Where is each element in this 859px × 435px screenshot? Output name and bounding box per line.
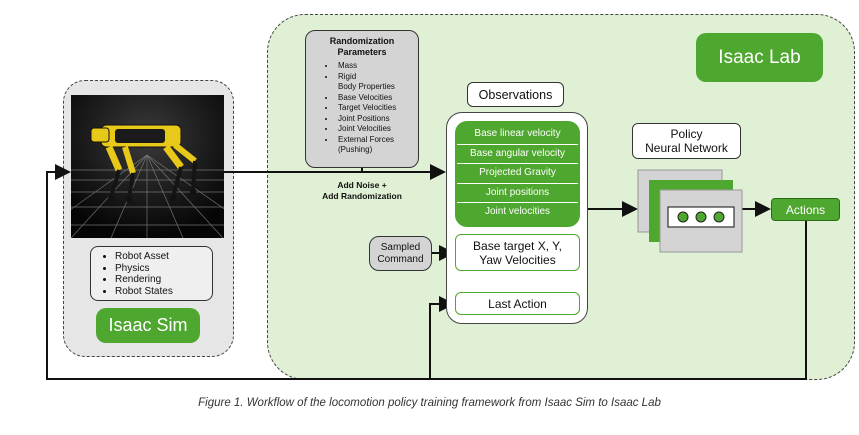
observation-item: Joint positions bbox=[457, 184, 578, 203]
isaac-sim-feature-item: Robot Asset bbox=[115, 251, 212, 263]
figure-caption: Figure 1. Workflow of the locomotion pol… bbox=[198, 397, 661, 409]
observation-item: Projected Gravity bbox=[457, 164, 578, 184]
randomization-parameters-box: Randomization Parameters Mass Rigid Body… bbox=[305, 30, 419, 168]
add-noise-label: Add Noise + Add Randomization bbox=[300, 180, 424, 202]
randomization-item: Mass bbox=[336, 61, 418, 72]
base-target-velocities-box: Base target X, Y, Yaw Velocities bbox=[455, 234, 580, 271]
randomization-item: Base Velocities bbox=[336, 93, 418, 104]
observation-item: Base angular velocity bbox=[457, 145, 578, 164]
isaac-sim-features-list: Robot Asset Physics Rendering Robot Stat… bbox=[91, 251, 212, 297]
isaac-sim-badge: Isaac Sim bbox=[96, 308, 200, 343]
policy-neural-network-label: Policy Neural Network bbox=[632, 123, 741, 159]
observation-item: Base linear velocity bbox=[457, 125, 578, 145]
isaac-sim-feature-item: Robot States bbox=[115, 286, 212, 298]
randomization-item: External Forces bbox=[336, 135, 418, 146]
sampled-command-line1: Sampled bbox=[380, 241, 421, 253]
randomization-list: Mass Rigid Body Properties Base Velociti… bbox=[306, 61, 418, 156]
randomization-item: Body Properties bbox=[338, 82, 395, 91]
randomization-item: (Pushing) bbox=[338, 145, 373, 154]
isaac-sim-feature-item: Rendering bbox=[115, 274, 212, 286]
sampled-command-box: Sampled Command bbox=[369, 236, 432, 271]
randomization-item: Rigid bbox=[336, 72, 418, 83]
base-target-line2: Yaw Velocities bbox=[479, 252, 556, 267]
randomization-item: Joint Velocities bbox=[336, 124, 418, 135]
actions-box: Actions bbox=[771, 198, 840, 221]
observations-label: Observations bbox=[467, 82, 564, 107]
base-target-line1: Base target X, Y, bbox=[473, 238, 562, 253]
policy-line1: Policy bbox=[670, 127, 703, 141]
randomization-title: Randomization Parameters bbox=[306, 36, 418, 58]
isaac-sim-feature-item: Physics bbox=[115, 263, 212, 275]
randomization-title-line1: Randomization bbox=[329, 36, 395, 46]
randomization-item: Joint Positions bbox=[336, 114, 418, 125]
last-action-box: Last Action bbox=[455, 292, 580, 315]
policy-line2: Neural Network bbox=[645, 141, 728, 155]
randomization-item: Target Velocities bbox=[336, 103, 418, 114]
isaac-lab-badge: Isaac Lab bbox=[696, 33, 823, 82]
add-noise-line2: Add Randomization bbox=[322, 191, 402, 201]
isaac-sim-features-box: Robot Asset Physics Rendering Robot Stat… bbox=[90, 246, 213, 301]
robot-render-image bbox=[71, 95, 224, 238]
randomization-title-line2: Parameters bbox=[337, 47, 387, 57]
add-noise-line1: Add Noise + bbox=[337, 180, 387, 190]
observations-green-group: Base linear velocity Base angular veloci… bbox=[455, 121, 580, 227]
sampled-command-line2: Command bbox=[377, 253, 424, 265]
observation-item: Joint velocities bbox=[484, 206, 551, 217]
